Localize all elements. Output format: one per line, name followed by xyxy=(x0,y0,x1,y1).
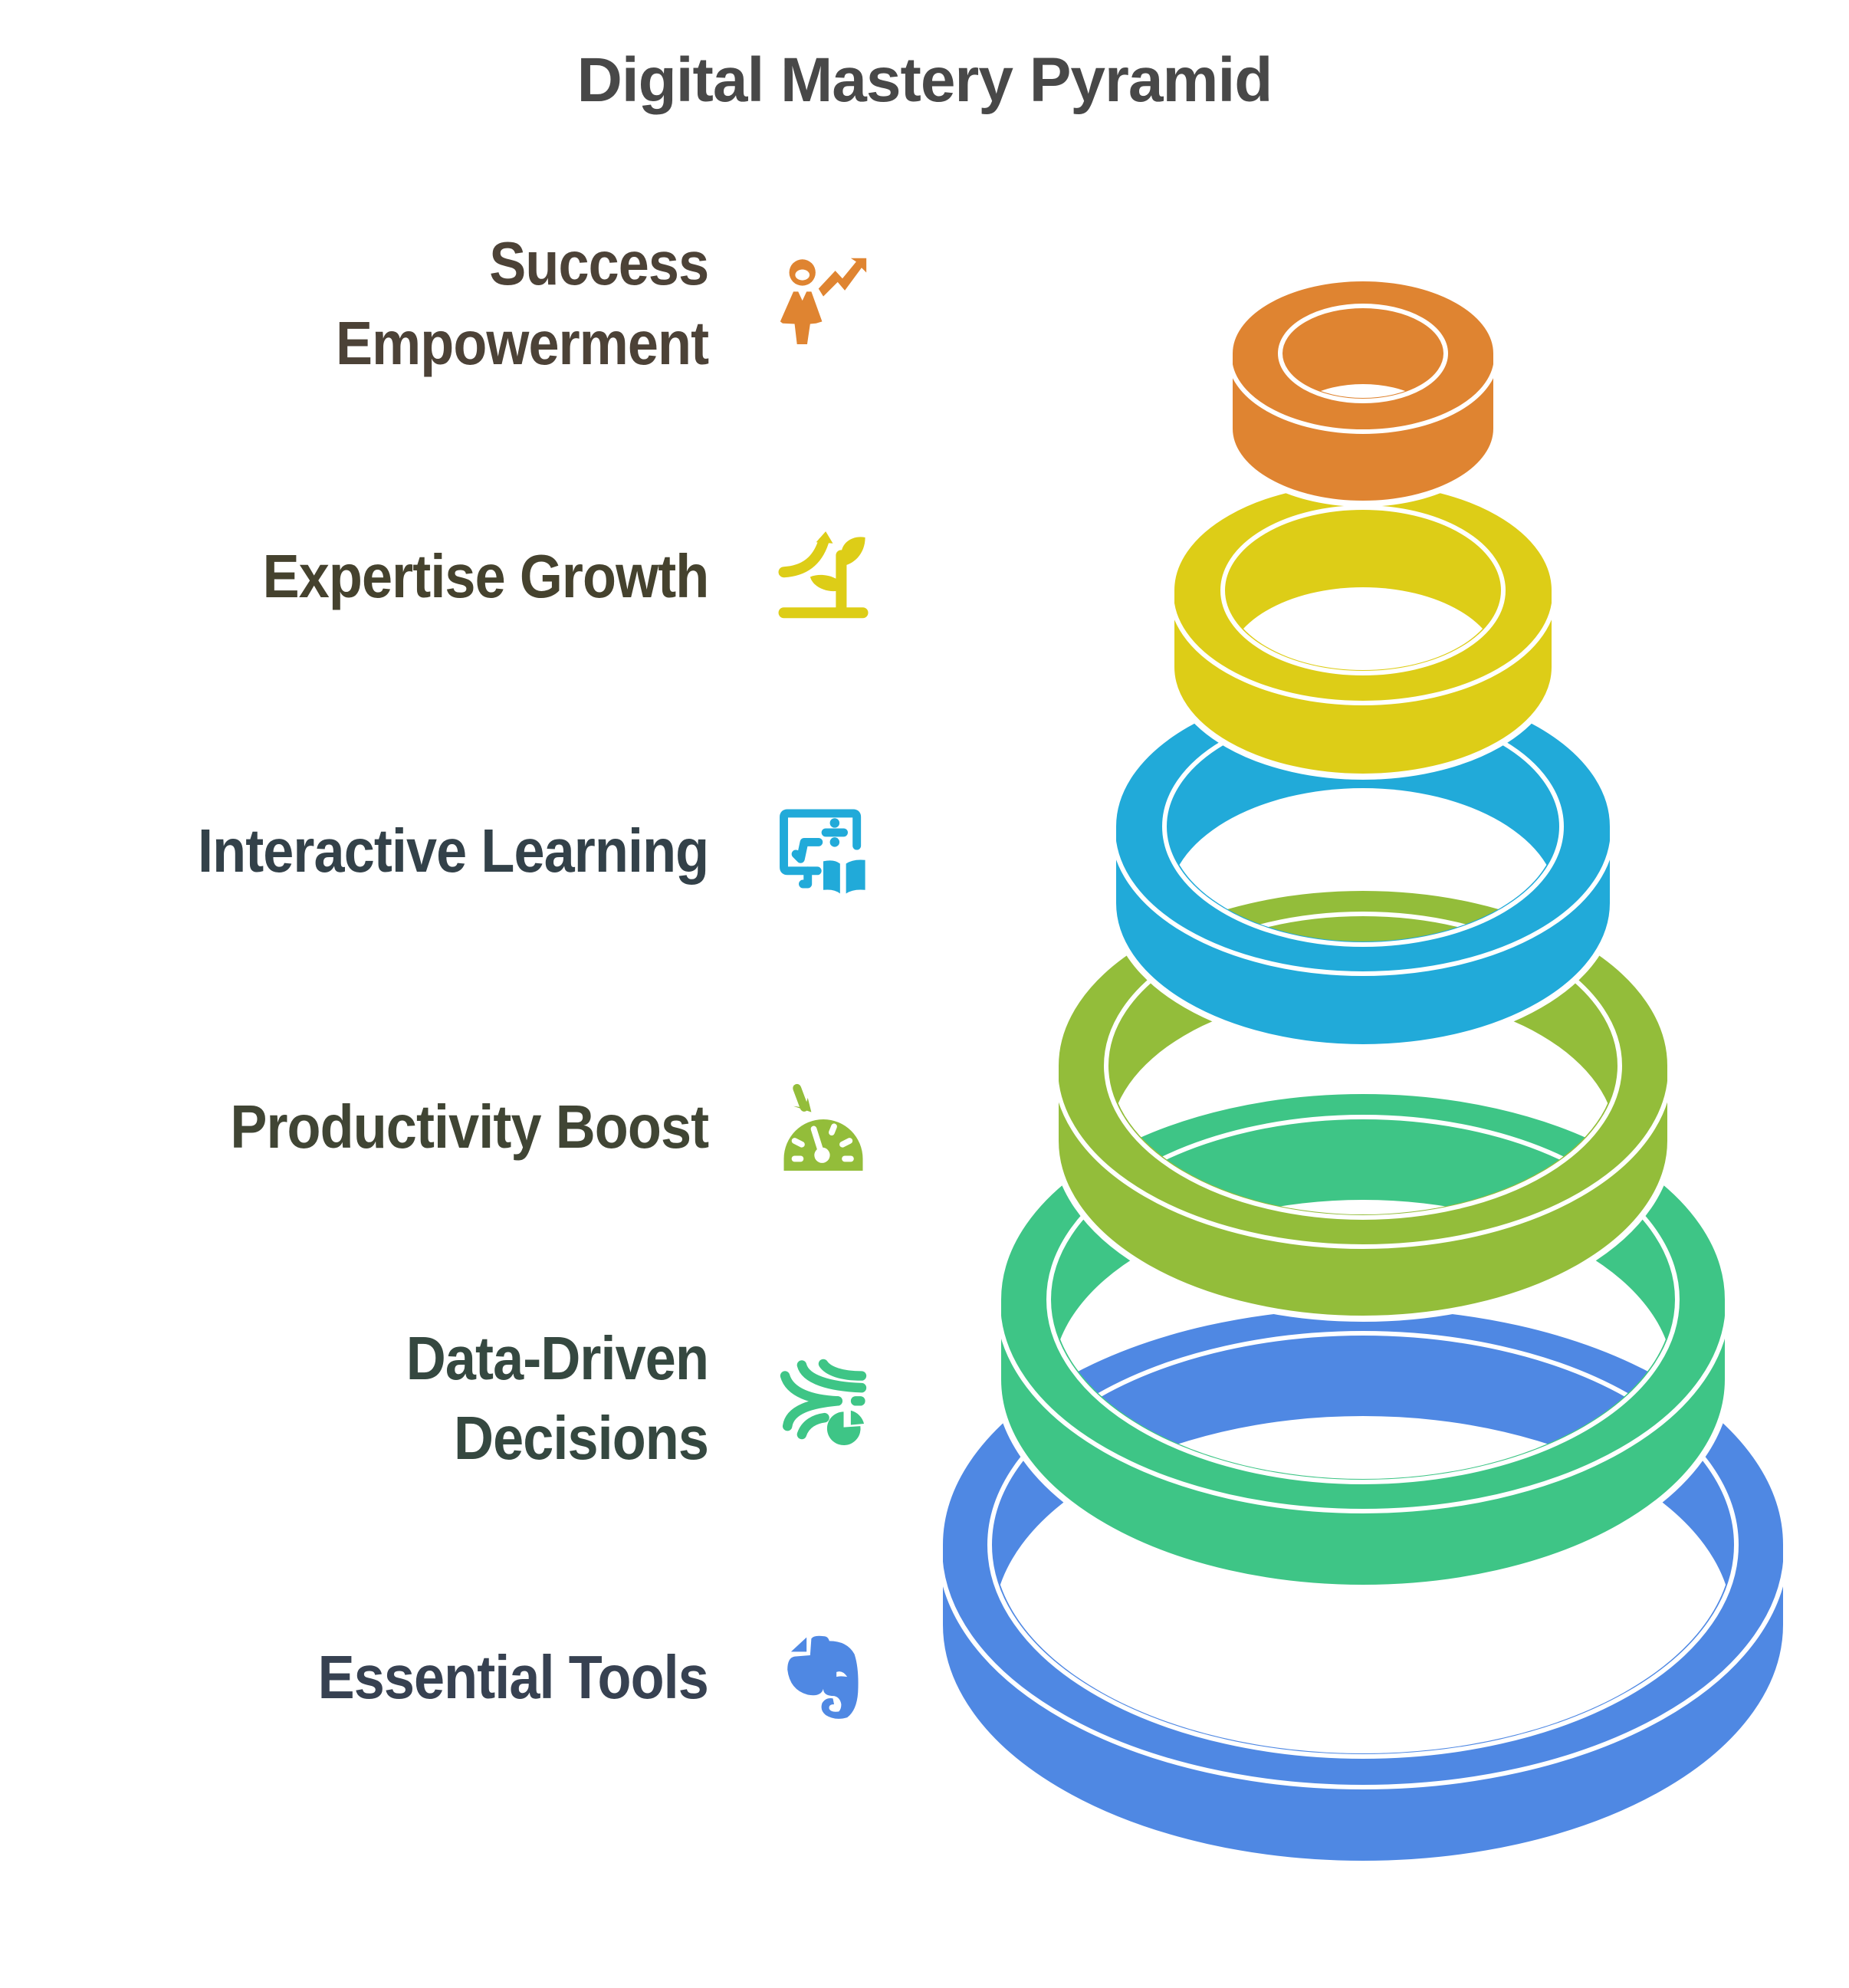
speedometer-arrow-icon xyxy=(764,1070,883,1190)
level-label-productivity-boost: Productivity Boost xyxy=(230,1087,709,1167)
ring-inner-edge xyxy=(1220,505,1506,675)
label-line: Empowerment xyxy=(335,309,709,377)
screen-math-book-icon xyxy=(764,794,883,914)
ring-top-edge xyxy=(1053,1068,1673,1249)
ring-top-edge xyxy=(938,1547,1788,1789)
ring-inner-edge xyxy=(1278,304,1448,403)
plant-growth-arrow-icon xyxy=(764,518,883,638)
elephant-notes-icon xyxy=(764,1615,883,1734)
label-line: Success xyxy=(489,229,709,297)
label-line: Decisions xyxy=(453,1404,709,1472)
ring-level-2 xyxy=(1169,481,1557,777)
label-line: Productivity Boost xyxy=(230,1093,709,1161)
ring-outline xyxy=(1168,478,1558,780)
ring-level-3 xyxy=(1111,682,1615,1047)
label-line: Expertise Growth xyxy=(262,542,709,610)
ring-body xyxy=(1171,481,1555,777)
level-label-essential-tools: Essential Tools xyxy=(317,1638,709,1717)
ring-top-edge xyxy=(1227,356,1499,434)
ring-level-1 xyxy=(1227,278,1499,504)
person-growth-chart-icon xyxy=(764,244,883,363)
label-line: Interactive Learning xyxy=(197,817,709,885)
data-streams-pie-icon xyxy=(764,1345,883,1464)
diagram-title: Digital Mastery Pyramid xyxy=(576,45,1273,115)
ring-top-edge xyxy=(996,1302,1730,1513)
ring-outline xyxy=(1227,275,1499,507)
level-label-data-driven-decisions: Data-Driven Decisions xyxy=(406,1319,709,1478)
ring-top-edge xyxy=(1169,593,1557,705)
level-label-expertise-growth: Expertise Growth xyxy=(262,537,709,616)
label-line: Essential Tools xyxy=(317,1643,709,1711)
level-label-success-empowerment: Success Empowerment xyxy=(335,224,709,383)
ring-body xyxy=(1230,278,1496,504)
level-label-interactive-learning: Interactive Learning xyxy=(197,811,709,891)
label-line: Data-Driven xyxy=(406,1324,709,1392)
ring-top-edge xyxy=(1111,829,1615,976)
